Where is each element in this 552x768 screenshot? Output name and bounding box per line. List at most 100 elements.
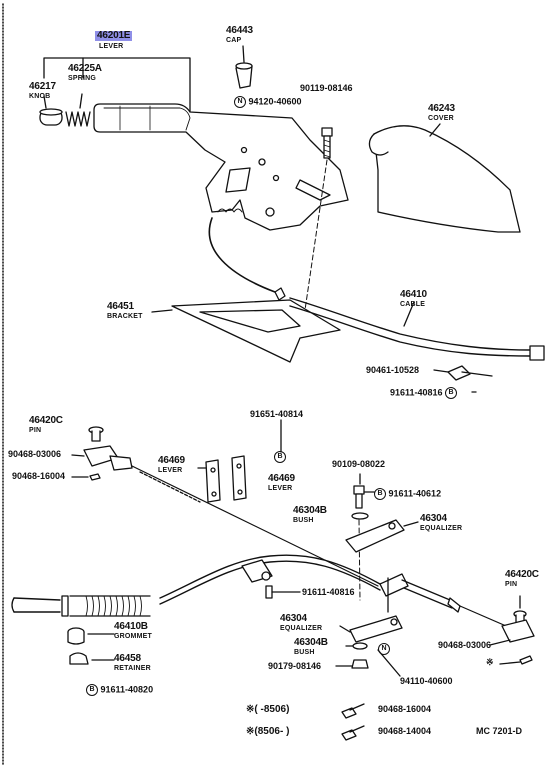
label-90468-03006[interactable]: 90468-03006 — [8, 449, 62, 459]
label-90468-16004[interactable]: 90468-16004 — [12, 471, 66, 481]
label-46410[interactable]: 46410 CABLE — [400, 289, 427, 309]
part-number: 46469 — [268, 473, 295, 484]
bolt-90119 — [321, 127, 333, 159]
lever-46469-a — [205, 459, 221, 503]
label-46420C-left[interactable]: 46420C PIN — [29, 415, 63, 435]
label-46420C-right[interactable]: 46420C PIN — [505, 569, 539, 589]
part-name: LEVER — [99, 43, 124, 50]
label-46304-a[interactable]: 46304 EQUALIZER — [420, 513, 463, 533]
label-91651-40814[interactable]: 91651-40814 B — [250, 410, 303, 465]
label-91611-40816-a[interactable]: 91611-40816 B — [390, 387, 458, 399]
part-number: 91611-40820 — [100, 684, 154, 695]
part-number: 46304B — [293, 505, 327, 516]
label-90119-08146[interactable]: 90119-08146 — [300, 83, 353, 93]
part-number: 46304 — [420, 513, 447, 524]
star-marker-icon: ※ — [486, 657, 494, 667]
b-marker-icon: B — [86, 684, 98, 696]
part-name: RETAINER — [114, 665, 151, 672]
part-name: LEVER — [158, 467, 183, 474]
star-icon: ※ — [246, 704, 255, 715]
cable-46410 — [289, 297, 545, 361]
part-number: 46410B — [114, 621, 148, 632]
part-number: 91611-40816 — [390, 387, 443, 398]
part-number: 46304B — [294, 637, 328, 648]
n-marker-icon: N — [234, 96, 246, 108]
part-name: GROMMET — [114, 633, 152, 640]
label-90179-08146[interactable]: 90179-08146 — [268, 661, 322, 671]
part-number: 46243 — [428, 103, 455, 114]
label-91611-40612[interactable]: B 91611-40612 — [374, 488, 441, 500]
legend-part-1[interactable]: 90468-16004 — [378, 704, 432, 714]
label-94110-40600[interactable]: N 94110-40600 — [378, 643, 453, 686]
retainer-part — [69, 652, 89, 665]
label-46410B[interactable]: 46410B GROMMET — [114, 621, 152, 641]
part-name: PIN — [29, 427, 42, 434]
part-number: 91611-40612 — [388, 488, 442, 499]
b-marker-icon: B — [274, 450, 286, 463]
cap-part — [235, 62, 253, 89]
legend-row-2: ※(8506- ) — [246, 727, 289, 737]
label-46469-b[interactable]: 46469 LEVER — [268, 473, 295, 493]
label-46304B-a[interactable]: 46304B BUSH — [293, 505, 327, 525]
label-46443[interactable]: 46443 CAP — [226, 26, 253, 45]
legend-part-2[interactable]: 90468-14004 — [378, 726, 432, 736]
part-name: COVER — [428, 115, 454, 122]
label-46469-a[interactable]: 46469 LEVER — [158, 456, 185, 475]
label-90468-03006-right[interactable]: 90468-03006 — [438, 640, 492, 650]
label-46304B-b[interactable]: 46304B BUSH — [294, 637, 328, 657]
n-marker-icon: N — [378, 643, 390, 655]
bush-lower — [351, 642, 369, 669]
part-number: 46217 — [29, 81, 56, 92]
lever-46469-b — [231, 455, 247, 501]
label-46225A[interactable]: 46225A SPRING — [68, 63, 102, 83]
part-name: EQUALIZER — [280, 625, 323, 632]
lever-body — [93, 103, 349, 231]
pin-left — [88, 426, 104, 442]
label-46451[interactable]: 46451 BRACKET — [107, 301, 143, 321]
label-94120-40600[interactable]: N 94120-40600 — [234, 96, 302, 108]
clevis-left — [83, 445, 133, 471]
part-number: 46451 — [107, 301, 134, 312]
grommet-part — [67, 627, 85, 645]
legend-range: (8506- ) — [254, 726, 290, 737]
spring-part — [65, 111, 91, 127]
part-number: 91651-40814 — [250, 409, 304, 419]
equalizer-upper — [345, 519, 405, 553]
clevis-right — [501, 619, 535, 643]
part-name: EQUALIZER — [420, 525, 463, 532]
part-number: 94120-40600 — [248, 96, 302, 107]
b-marker-icon: B — [445, 387, 458, 399]
part-number: 46304 — [280, 613, 307, 624]
legend-range: ( -8506) — [254, 704, 290, 715]
label-46304-b[interactable]: 46304 EQUALIZER — [280, 613, 323, 633]
part-name: BUSH — [294, 649, 315, 656]
part-name: CAP — [226, 37, 242, 44]
part-name: BRACKET — [107, 313, 143, 320]
label-91611-40820[interactable]: B 91611-40820 — [86, 684, 153, 696]
label-46217[interactable]: 46217 KNOB — [29, 81, 56, 101]
cover-part — [368, 125, 521, 233]
label-46458[interactable]: 46458 RETAINER — [114, 653, 151, 673]
part-name: SPRING — [68, 75, 97, 82]
part-name: KNOB — [29, 93, 51, 100]
part-number: 46420C — [505, 569, 539, 580]
part-name: BUSH — [293, 517, 314, 524]
b-marker-icon: B — [374, 488, 386, 500]
label-90109-08022[interactable]: 90109-08022 — [332, 459, 386, 469]
part-number: 46458 — [114, 653, 141, 664]
legend-row-1: ※( -8506) — [246, 705, 289, 715]
equalizer-lower — [349, 615, 403, 643]
part-number: 46410 — [400, 289, 427, 300]
diagram-code: MC 7201-D — [476, 726, 523, 736]
knob-part — [39, 108, 63, 126]
part-number: 46225A — [68, 63, 102, 74]
label-46201E[interactable]: 46201E LEVER — [95, 31, 133, 50]
part-number: 94110-40600 — [400, 676, 453, 686]
part-number: 46420C — [29, 415, 63, 426]
part-name: LEVER — [268, 485, 293, 492]
label-46243[interactable]: 46243 COVER — [428, 103, 455, 123]
label-91611-40816-b[interactable]: 91611-40816 — [302, 587, 355, 597]
label-90461-10528[interactable]: 90461-10528 — [366, 365, 420, 375]
